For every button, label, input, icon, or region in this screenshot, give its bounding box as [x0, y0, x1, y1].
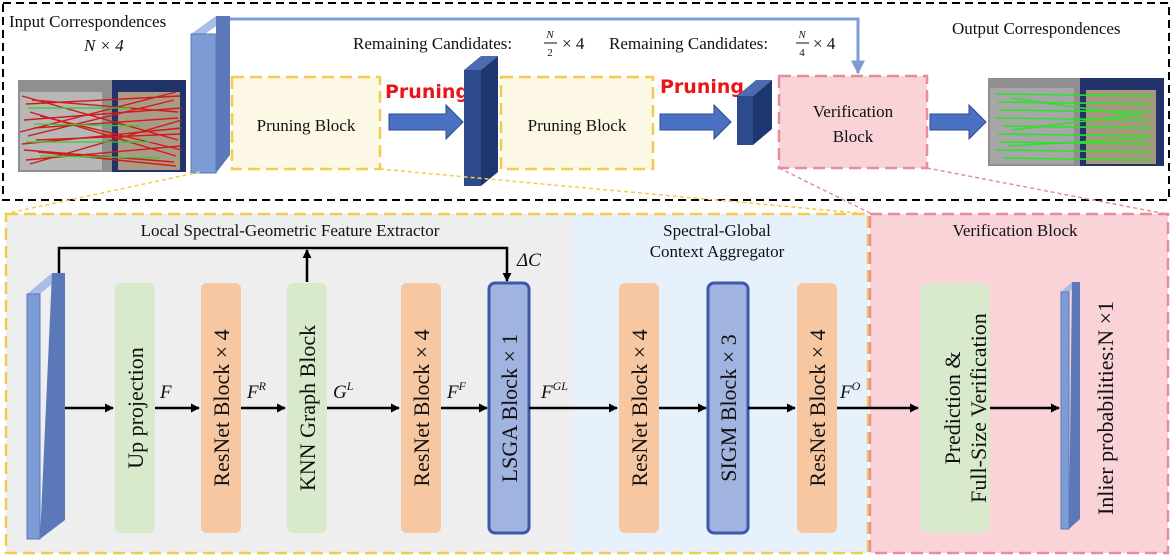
zoom-line-verif-right [926, 167, 1167, 215]
symbol-fgl: FGL [540, 379, 568, 403]
verification-detail-region [868, 212, 1170, 555]
verification-block-top [777, 74, 929, 170]
prediction-block [920, 283, 990, 533]
input-title: Input Correspondences [9, 12, 166, 31]
resnet-block-2 [401, 283, 441, 533]
svg-text:N: N [797, 29, 806, 41]
zoom-line-left [3, 171, 201, 215]
input-match-image [18, 80, 186, 172]
symbol-fo: FO [839, 379, 861, 403]
pruning-block-1 [230, 75, 382, 171]
resnet-block-2-label: ResNet Block × 4 [409, 329, 434, 486]
output-match-image [988, 78, 1164, 166]
svg-text:× 4: × 4 [562, 34, 585, 53]
remaining-candidates-2: Remaining Candidates: N 4 × 4 [609, 29, 836, 59]
svg-text:N: N [545, 29, 554, 41]
svg-text:2: 2 [547, 47, 553, 59]
remaining-candidates-bar-1 [464, 56, 498, 186]
pruning-block-2 [499, 75, 655, 171]
resnet-block-4 [797, 283, 837, 533]
input-bar-bottom [26, 273, 65, 540]
zoom-line-center [379, 168, 869, 215]
delta-c-arrow [57, 246, 512, 282]
resnet-block-1 [201, 283, 241, 533]
lsfe-title: Local Spectral-Geometric Feature Extract… [141, 221, 440, 240]
resnet-block-3 [619, 283, 659, 533]
pruning-detail-frame [4, 212, 870, 555]
sgca-title-line1: Spectral-Global [663, 221, 771, 240]
knn-graph-block [287, 283, 327, 533]
resnet-block-4-label: ResNet Block × 4 [805, 329, 830, 486]
knn-graph-block-label: KNN Graph Block [295, 325, 320, 491]
lsga-block-label: LSGA Block × 1 [497, 334, 522, 483]
pruning-block-1-label: Pruning Block [257, 116, 356, 135]
resnet-block-3-label: ResNet Block × 4 [627, 329, 652, 486]
prediction-block-line2: Full-Size Verification [966, 313, 991, 503]
delta-c-label: ΔC [516, 250, 541, 271]
inlier-probabilities-label: Inlier probabilities:N ×1 [1093, 301, 1118, 515]
sigm-block-label: SIGM Block × 3 [716, 334, 741, 481]
input-feature-bar [190, 16, 230, 174]
resnet-block-1-label: ResNet Block × 4 [209, 329, 234, 486]
output-title: Output Correspondences [952, 19, 1121, 38]
symbol-fr: FR [246, 379, 267, 403]
pruning-label-1: Pruning [385, 81, 469, 103]
prediction-block-line1: Prediction & [940, 351, 965, 464]
pruning-block-2-label: Pruning Block [528, 116, 627, 135]
remaining-candidates-1: Remaining Candidates: N 2 × 4 [353, 29, 585, 59]
pruning-arrow-2 [659, 103, 732, 141]
overview-frame [2, 2, 1170, 201]
svg-text:4: 4 [799, 47, 805, 59]
skip-connection-arrow [230, 17, 865, 75]
svg-text:Remaining Candidates:: Remaining Candidates: [609, 34, 768, 53]
symbol-ff: FF [446, 379, 467, 403]
remaining-candidates-bar-2 [737, 80, 772, 145]
sgca-title-line2: Context Aggregator [650, 242, 785, 261]
verification-block-top-line1: Verification [813, 102, 894, 121]
verification-detail-title: Verification Block [952, 221, 1078, 240]
output-probability-bar [1060, 282, 1080, 530]
verification-block-top-line2: Block [833, 127, 874, 146]
up-projection-label: Up projection [123, 347, 148, 469]
up-projection-block [115, 283, 155, 533]
symbol-gl: GL [333, 379, 354, 403]
svg-text:× 4: × 4 [813, 34, 836, 53]
svg-text:Remaining Candidates:: Remaining Candidates: [353, 34, 512, 53]
input-size: N × 4 [83, 36, 124, 55]
zoom-line-verif-left [778, 167, 873, 215]
pruning-label-2: Pruning [660, 76, 744, 98]
output-arrow [929, 103, 987, 141]
symbol-f: F [159, 382, 172, 403]
pruning-arrow-1 [388, 103, 464, 141]
